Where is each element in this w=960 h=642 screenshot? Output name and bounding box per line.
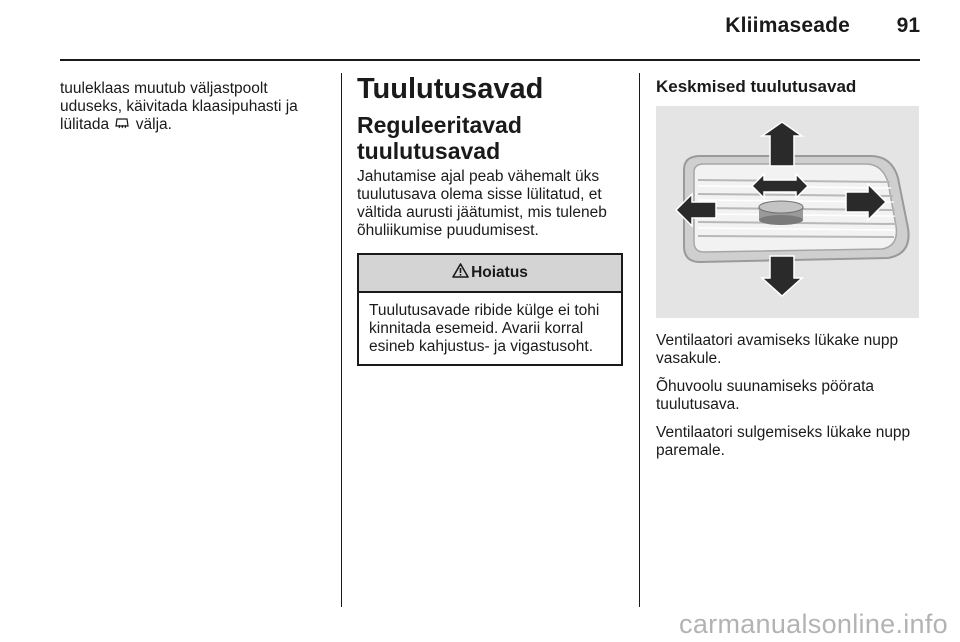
- section-heading: Tuulutusavad: [357, 73, 544, 105]
- body-paragraph: Õhuvoolu suunamiseks pöörata tuulutusava…: [656, 378, 874, 413]
- warning-title: Hoiatus: [471, 264, 528, 281]
- body-paragraph: Ventilaatori avamiseks lükake nupp vasak…: [656, 332, 899, 367]
- subsection-heading: Keskmised tuulutusavad: [656, 77, 857, 96]
- body-paragraph: tuuleklaas muutub väljastpoolt uduseks, …: [60, 80, 330, 137]
- section-title: Kliimaseade: [725, 14, 850, 37]
- column-2: Tuulutusavad Reguleeritavad tuulutusavad…: [357, 72, 623, 366]
- warning-header: Hoiatus: [359, 255, 621, 293]
- page-number: 91: [896, 14, 920, 37]
- column-1: tuuleklaas muutub väljastpoolt uduseks, …: [60, 80, 330, 137]
- body-paragraph: Ventilaatori sulgemiseks lükake nupp par…: [656, 424, 911, 459]
- header-divider: [60, 59, 920, 61]
- warning-text: Tuulutusavade ribide külge ei tohi kinni…: [369, 302, 600, 355]
- subsection-heading: Reguleeritavad tuulutusavad: [357, 112, 522, 164]
- rear-defrost-icon: [114, 117, 130, 137]
- watermark: carmanualsonline.info: [679, 609, 948, 639]
- body-paragraph: Jahutamise ajal peab vähemalt üks tuulut…: [357, 168, 607, 239]
- column-divider-2: [639, 73, 640, 607]
- warning-triangle-icon: [452, 263, 469, 283]
- warning-box: Hoiatus Tuulutusavade ribide külge ei to…: [357, 253, 623, 366]
- air-vent-illustration: [656, 106, 919, 318]
- column-3: Keskmised tuulutusavad: [656, 76, 922, 470]
- column-divider-1: [341, 73, 342, 607]
